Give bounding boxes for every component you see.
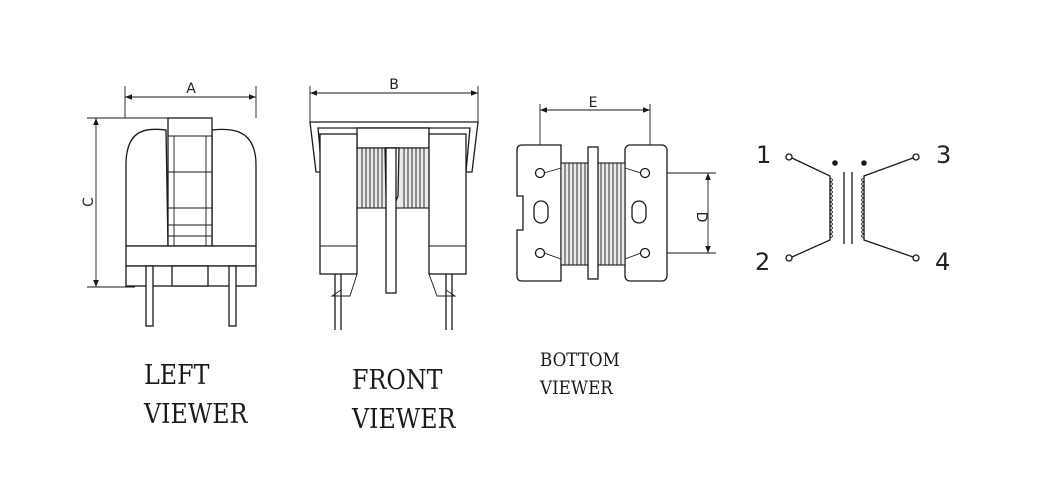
pin-2-label: 2 (755, 248, 770, 276)
left-view: A C (81, 81, 257, 327)
front-view: B (309, 77, 479, 330)
bottom-view-caption-line1: BOTTOM (540, 349, 620, 371)
front-winding (361, 148, 425, 208)
left-view-caption-line2: VIEWER (144, 399, 248, 430)
pin-4-label: 4 (935, 248, 950, 276)
bottom-view-caption-line2: VIEWER (540, 377, 613, 399)
left-view-caption-line1: LEFT (144, 360, 210, 391)
pin-1-label: 1 (756, 141, 771, 169)
front-view-caption-line2: VIEWER (352, 404, 456, 435)
schematic: 1 2 3 4 (755, 141, 951, 276)
front-view-caption-line1: FRONT (352, 365, 443, 396)
pin-3-label: 3 (936, 141, 951, 169)
bottom-view: E D (516, 95, 716, 282)
dimension-c-label: C (81, 197, 97, 207)
dimension-b-label: B (389, 77, 399, 93)
dimension-e-label: E (589, 95, 598, 111)
bottom-winding (564, 163, 622, 265)
dimension-a-label: A (186, 81, 196, 97)
dimension-d-label: D (693, 212, 709, 223)
